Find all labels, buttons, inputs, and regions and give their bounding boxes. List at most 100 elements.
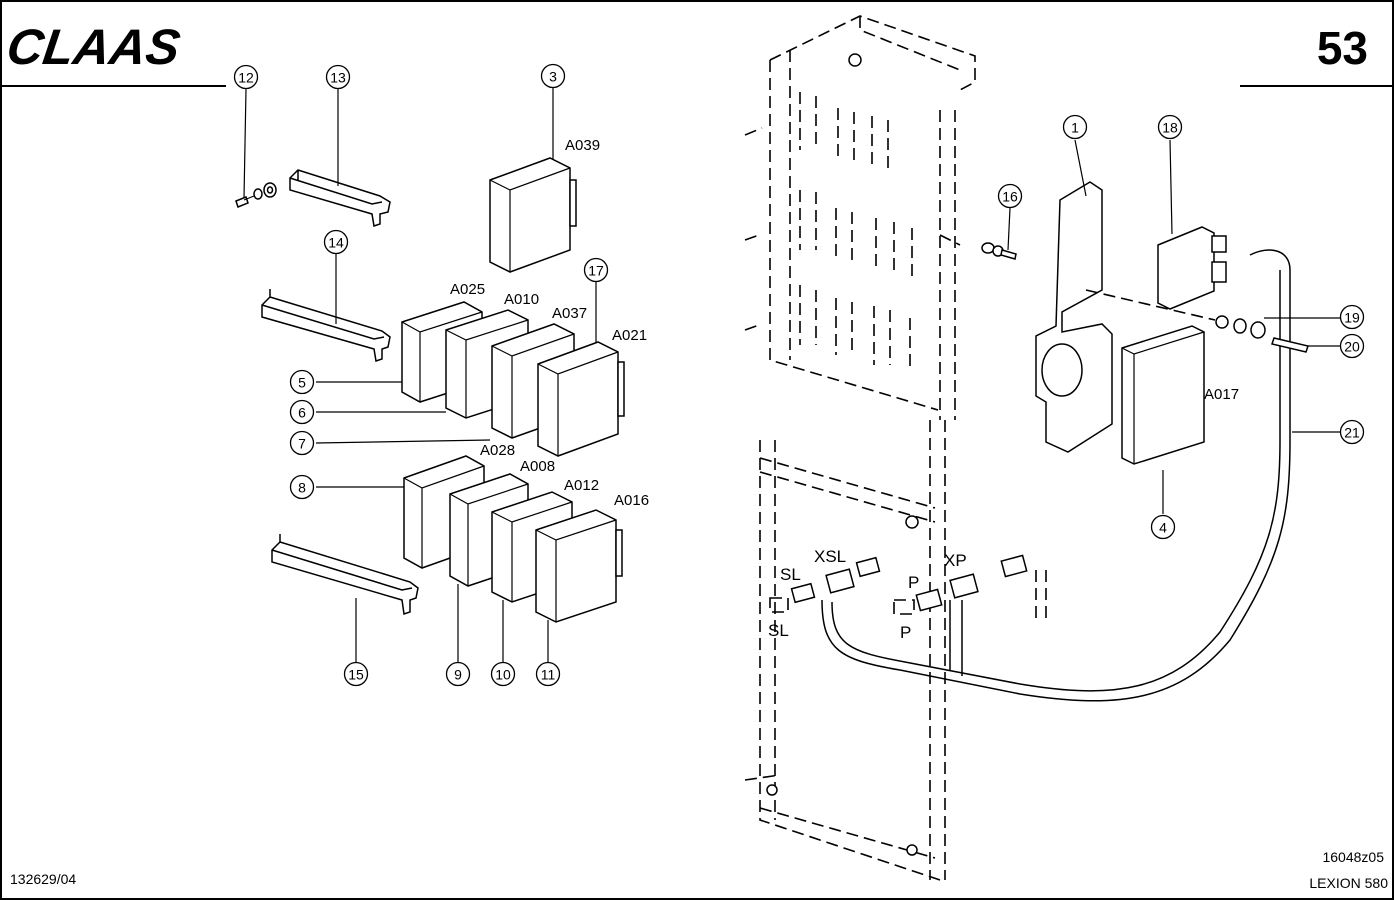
- connector-label-p-top: P: [908, 573, 919, 592]
- callout-number: 10: [495, 667, 511, 683]
- callout-number: 5: [298, 375, 306, 391]
- callout-number: 18: [1162, 120, 1178, 136]
- callout-number: 8: [298, 480, 306, 496]
- callout-7: 7: [289, 430, 315, 456]
- connector-label-sl-bottom: SL: [768, 621, 789, 640]
- bolt-12-assembly: [235, 182, 277, 208]
- callout-20: 20: [1339, 333, 1365, 359]
- callout-10: 10: [490, 661, 516, 687]
- callout-number: 9: [454, 667, 462, 683]
- callout-6: 6: [289, 399, 315, 425]
- callout-circle: [325, 64, 351, 90]
- relay-18: [1157, 226, 1227, 310]
- connector-label-p-bottom: P: [900, 623, 911, 642]
- model-name: LEXION 580: [1309, 875, 1388, 891]
- connector-label-xp: XP: [944, 551, 967, 570]
- label-A010: A010: [504, 291, 539, 308]
- label-A028: A028: [480, 442, 515, 459]
- callout-circle: [289, 369, 315, 395]
- callout-18: 18: [1157, 114, 1183, 140]
- callout-17: 17: [583, 257, 609, 283]
- callout-number: 11: [541, 667, 556, 683]
- callout-number: 16: [1002, 189, 1018, 205]
- callout-circle: [540, 63, 566, 89]
- brand-logo: CLAAS: [3, 19, 183, 75]
- module-A039: [489, 157, 577, 273]
- callout-circle: [583, 257, 609, 283]
- callout-12: 12: [233, 64, 259, 90]
- callout-number: 15: [348, 667, 364, 683]
- callout-11: 11: [535, 661, 561, 687]
- label-A012: A012: [564, 477, 599, 494]
- callout-circle: [289, 430, 315, 456]
- callout-number: 12: [238, 70, 254, 86]
- callout-14: 14: [323, 229, 349, 255]
- callout-circle: [1339, 304, 1365, 330]
- callout-circle: [1150, 514, 1176, 540]
- callout-4: 4: [1150, 514, 1176, 540]
- wiring-harness: [769, 249, 1291, 702]
- callout-number: 1: [1071, 120, 1079, 136]
- callout-circle: [323, 229, 349, 255]
- module-A021: [537, 341, 625, 457]
- callout-number: 14: [328, 235, 344, 251]
- callout-number: 4: [1159, 520, 1167, 536]
- bracket-14: [261, 289, 391, 362]
- callout-circle: [289, 474, 315, 500]
- module-A016: [535, 509, 623, 623]
- callout-number: 7: [298, 436, 306, 452]
- fasteners-16-19-20: [981, 242, 1309, 353]
- callout-circle: [1157, 114, 1183, 140]
- callout-circle: [233, 64, 259, 90]
- callout-8: 8: [289, 474, 315, 500]
- label-A021: A021: [612, 327, 647, 344]
- callout-circle: [490, 661, 516, 687]
- callout-number: 13: [330, 70, 346, 86]
- callout-circle: [997, 183, 1023, 209]
- bracket-1: [1035, 181, 1113, 453]
- callout-13: 13: [325, 64, 351, 90]
- callout-number: 3: [549, 69, 557, 85]
- callout-9: 9: [445, 661, 471, 687]
- callout-circle: [445, 661, 471, 687]
- label-A016: A016: [614, 492, 649, 509]
- callout-circle: [289, 399, 315, 425]
- callout-5: 5: [289, 369, 315, 395]
- document-code: 132629/04: [10, 871, 76, 887]
- callout-3: 3: [540, 63, 566, 89]
- callout-1: 1: [1062, 114, 1088, 140]
- callout-15: 15: [343, 661, 369, 687]
- callout-circle: [343, 661, 369, 687]
- connector-label-sl-top: SL: [780, 565, 801, 584]
- callout-number: 6: [298, 405, 306, 421]
- page-number: 53: [1317, 22, 1368, 74]
- callout-circle: [1062, 114, 1088, 140]
- callout-circle: [1339, 333, 1365, 359]
- label-A037: A037: [552, 305, 587, 322]
- callout-number: 17: [588, 263, 604, 279]
- leader-lines-right: [1007, 139, 1340, 514]
- callout-circle: [1339, 419, 1365, 445]
- label-A025: A025: [450, 281, 485, 298]
- callout-number: 19: [1344, 310, 1360, 326]
- callout-16: 16: [997, 183, 1023, 209]
- callout-number: 20: [1344, 339, 1360, 355]
- callout-circle: [535, 661, 561, 687]
- label-A039: A039: [565, 137, 600, 154]
- callout-19: 19: [1339, 304, 1365, 330]
- label-A008: A008: [520, 458, 555, 475]
- bracket-13: [289, 169, 391, 227]
- module-A017: [1121, 325, 1205, 465]
- drawing-code: 16048z05: [1322, 849, 1384, 865]
- callout-number: 21: [1344, 425, 1360, 441]
- callout-21: 21: [1339, 419, 1365, 445]
- mounting-frame-dashed: [744, 15, 976, 881]
- leader-lines-left: [243, 88, 597, 662]
- label-A017: A017: [1204, 386, 1239, 403]
- connector-label-xsl: XSL: [814, 547, 846, 566]
- bracket-15: [271, 534, 419, 615]
